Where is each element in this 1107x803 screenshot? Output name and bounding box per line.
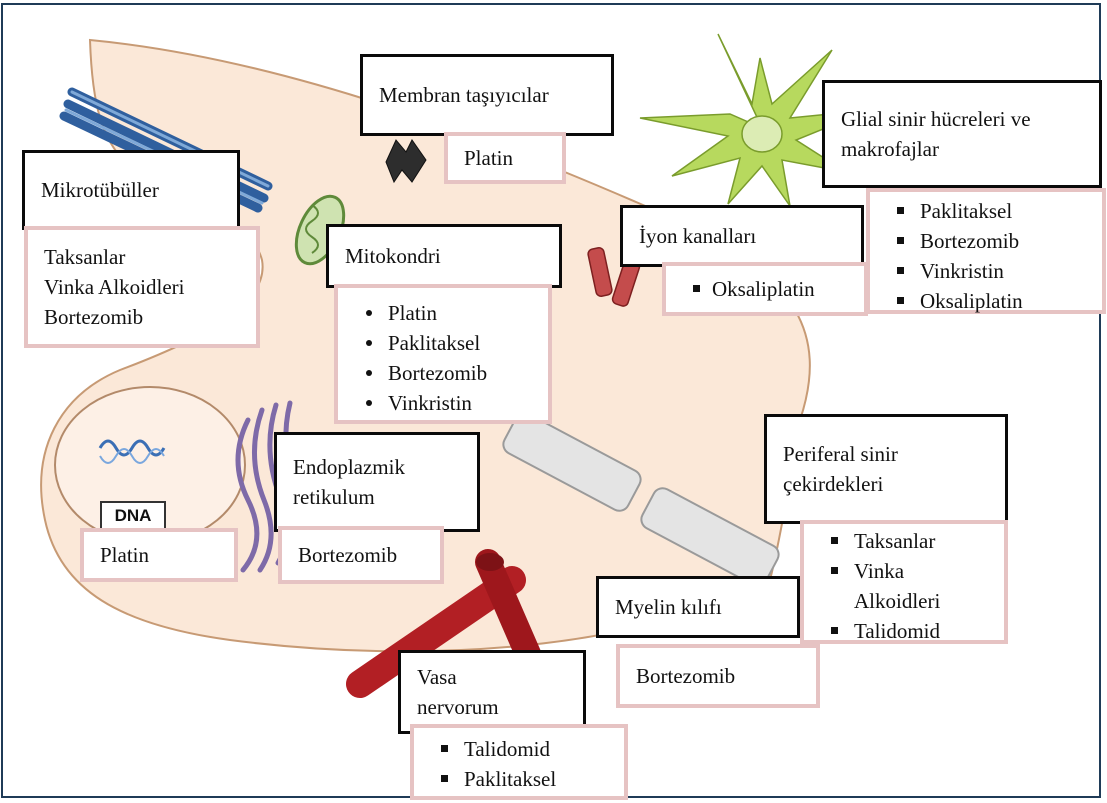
drug-item: Taksanlar bbox=[820, 526, 1004, 556]
endoplasmic-reticulum-box: Endoplazmik retikulum bbox=[274, 432, 480, 532]
drug-item: Oksaliplatin bbox=[886, 286, 1102, 316]
endoplasmic-reticulum-drugs: Bortezomib bbox=[278, 526, 444, 584]
glial-cells-box: Glial sinir hücreleri ve makrofajlar bbox=[822, 80, 1102, 188]
drug-item: Bortezomib bbox=[636, 661, 735, 691]
drug-item: Bortezomib bbox=[354, 358, 548, 388]
glial-cells-drugs: Paklitaksel Bortezomib Vinkristin Oksali… bbox=[866, 188, 1106, 314]
microtubules-box: Mikrotübüller bbox=[22, 150, 240, 230]
drug-item: Paklitaksel bbox=[886, 196, 1102, 226]
drug-item: Platin bbox=[464, 143, 513, 173]
ion-channels-drugs: Oksaliplatin bbox=[662, 262, 868, 316]
drug-item: Talidomid bbox=[820, 616, 1004, 646]
glial-cells-title: Glial sinir hücreleri ve makrofajlar bbox=[841, 104, 1071, 164]
vasa-nervorum-title: Vasa nervorum bbox=[417, 662, 517, 722]
drug-item: Vinka Alkoidleri bbox=[820, 556, 964, 616]
drug-item: Paklitaksel bbox=[354, 328, 548, 358]
endoplasmic-reticulum-title: Endoplazmik retikulum bbox=[293, 452, 443, 512]
ion-channels-box: İyon kanalları bbox=[620, 205, 864, 267]
membrane-transporters-box: Membran taşıyıcılar bbox=[360, 54, 614, 136]
drug-item: Oksaliplatin bbox=[682, 274, 815, 304]
vasa-nervorum-box: Vasa nervorum bbox=[398, 650, 586, 734]
drug-item: Vinkristin bbox=[886, 256, 1102, 286]
vasa-nervorum-drugs: Talidomid Paklitaksel bbox=[410, 724, 628, 800]
drug-item: Bortezomib bbox=[298, 540, 397, 570]
peripheral-nuclei-title: Periferal sinir çekirdekleri bbox=[783, 439, 953, 499]
mitochondria-title: Mitokondri bbox=[345, 241, 441, 271]
mitochondria-box: Mitokondri bbox=[326, 224, 562, 288]
peripheral-nuclei-box: Periferal sinir çekirdekleri bbox=[764, 414, 1008, 524]
dna-label: DNA bbox=[100, 501, 166, 531]
microtubules-title: Mikrotübüller bbox=[41, 175, 159, 205]
membrane-transporters-title: Membran taşıyıcılar bbox=[379, 80, 549, 110]
drug-item: Vinka Alkoidleri bbox=[44, 272, 256, 302]
drug-item: Platin bbox=[100, 540, 149, 570]
ion-channels-title: İyon kanalları bbox=[639, 221, 756, 251]
drug-item: Platin bbox=[354, 298, 548, 328]
myelin-sheath-box: Myelin kılıfı bbox=[596, 576, 800, 638]
drug-item: Paklitaksel bbox=[430, 764, 624, 794]
drug-item: Bortezomib bbox=[886, 226, 1102, 256]
drug-item: Talidomid bbox=[430, 734, 624, 764]
drug-item: Bortezomib bbox=[44, 302, 256, 332]
drug-item: Vinkristin bbox=[354, 388, 548, 418]
nucleus-drugs: Platin bbox=[80, 528, 238, 582]
drug-item: Taksanlar bbox=[44, 242, 256, 272]
myelin-sheath-drugs: Bortezomib bbox=[616, 644, 820, 708]
membrane-transporters-drugs: Platin bbox=[444, 132, 566, 184]
peripheral-nuclei-drugs: Taksanlar Vinka Alkoidleri Talidomid bbox=[800, 520, 1008, 644]
microtubules-drugs: Taksanlar Vinka Alkoidleri Bortezomib bbox=[24, 226, 260, 348]
myelin-sheath-title: Myelin kılıfı bbox=[615, 592, 722, 622]
mitochondria-drugs: Platin Paklitaksel Bortezomib Vinkristin bbox=[334, 284, 552, 424]
